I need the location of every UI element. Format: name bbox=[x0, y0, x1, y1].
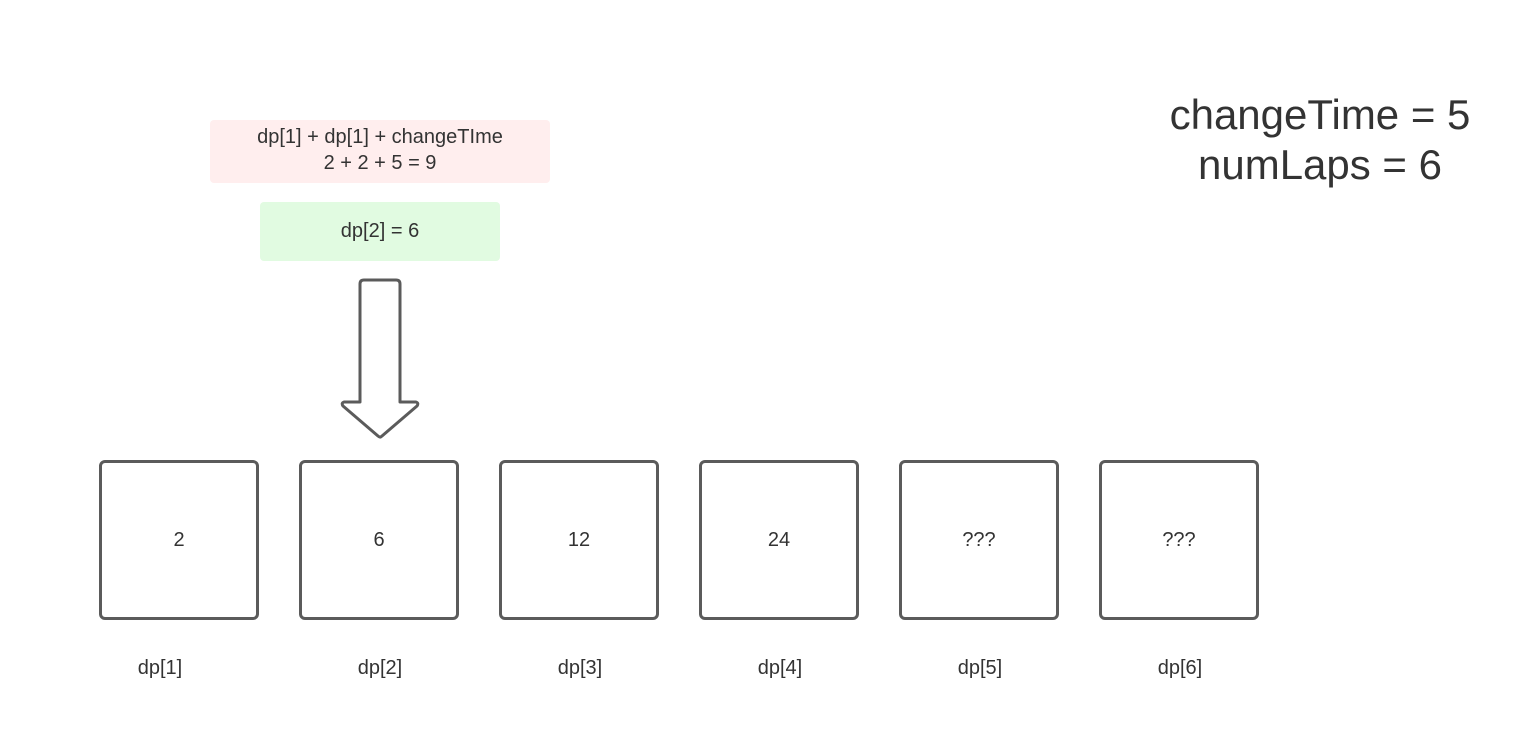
dp-label-2: dp[2] bbox=[357, 657, 403, 679]
dp-cell-2: 6 bbox=[299, 460, 459, 620]
dp-label-3: dp[3] bbox=[557, 657, 603, 679]
dp-label-1: dp[1] bbox=[137, 657, 183, 679]
dp-cell-4: 24 bbox=[699, 460, 859, 620]
dp-cell-6: ??? bbox=[1099, 460, 1259, 620]
dp-cell-1-value: 2 bbox=[173, 528, 185, 551]
formula-line-2: 2 + 2 + 5 = 9 bbox=[323, 152, 437, 174]
dp-cell-3: 12 bbox=[499, 460, 659, 620]
num-laps-text: numLaps = 6 bbox=[1197, 141, 1442, 188]
dp-cell-6-value: ??? bbox=[1162, 528, 1196, 551]
dp-cell-1: 2 bbox=[99, 460, 259, 620]
result-text: dp[2] = 6 bbox=[340, 220, 420, 242]
formula-line-1: dp[1] + dp[1] + changeTIme bbox=[257, 126, 503, 148]
parameters-panel: changeTime = 5 numLaps = 6 bbox=[1140, 90, 1500, 190]
dp-cell-4-value: 24 bbox=[767, 528, 791, 551]
formula-box: dp[1] + dp[1] + changeTIme 2 + 2 + 5 = 9 bbox=[210, 120, 550, 183]
change-time-text: changeTime = 5 bbox=[1169, 91, 1471, 138]
result-box: dp[2] = 6 bbox=[260, 202, 500, 261]
dp-cell-5-value: ??? bbox=[962, 528, 996, 551]
dp-cell-5: ??? bbox=[899, 460, 1059, 620]
dp-label-4: dp[4] bbox=[757, 657, 803, 679]
dp-cell-2-value: 6 bbox=[373, 528, 385, 551]
dp-cell-3-value: 12 bbox=[567, 528, 591, 551]
down-arrow-icon bbox=[340, 278, 420, 439]
dp-label-5: dp[5] bbox=[957, 657, 1003, 679]
dp-label-6: dp[6] bbox=[1157, 657, 1203, 679]
